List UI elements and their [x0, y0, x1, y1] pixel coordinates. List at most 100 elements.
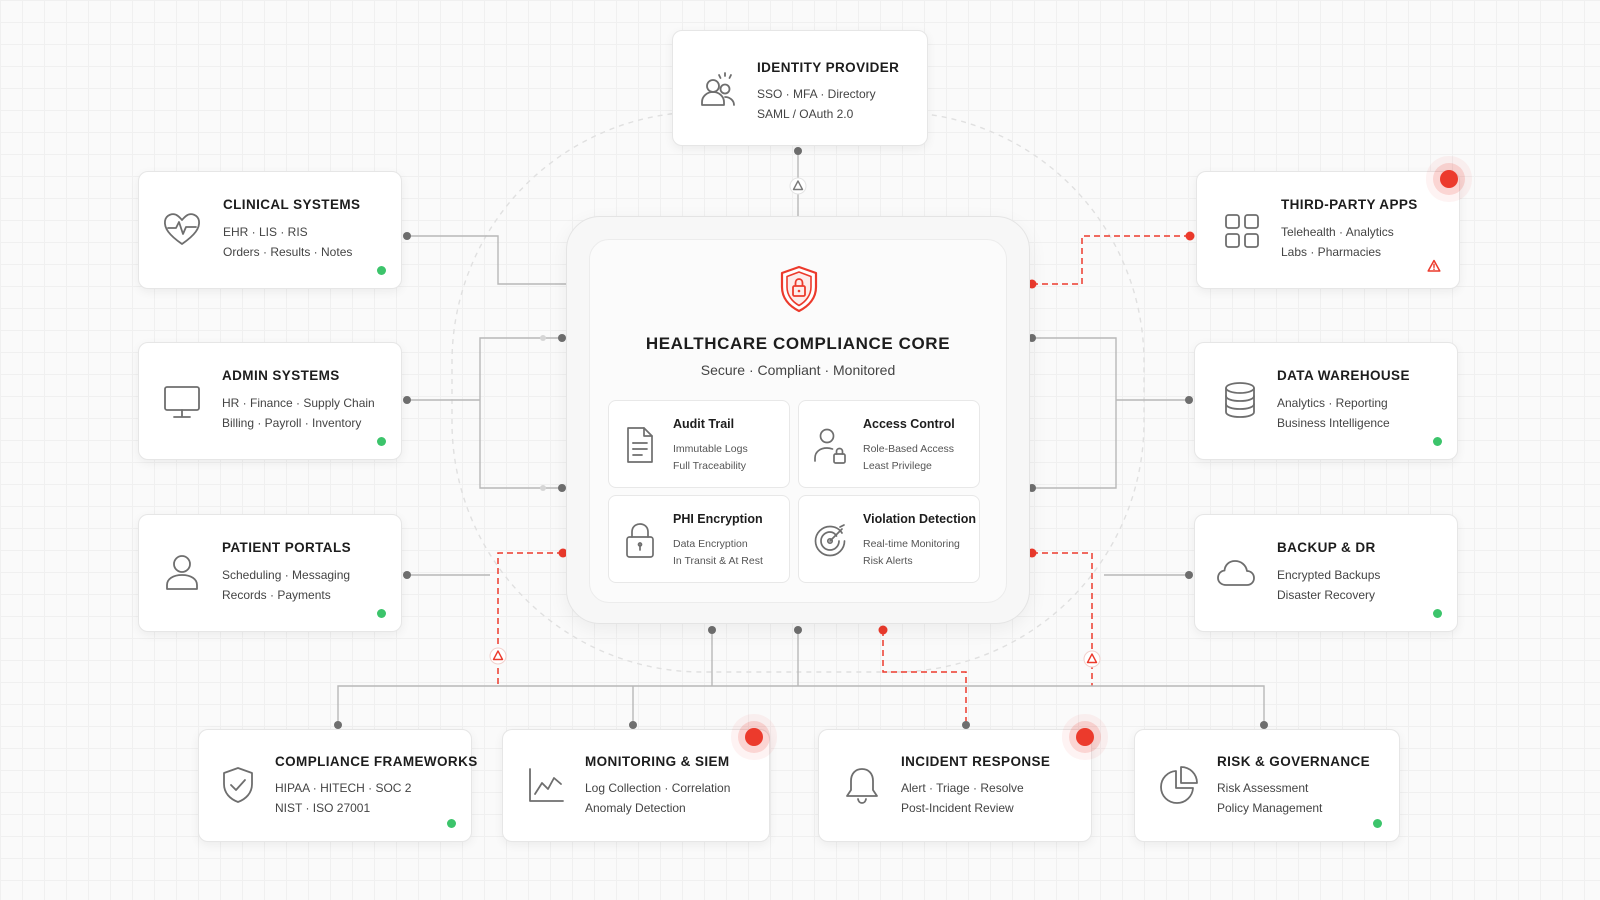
- status-ok-dot: [377, 609, 386, 618]
- node-backup-dr[interactable]: BACKUP & DR Encrypted Backups Disaster R…: [1194, 514, 1458, 632]
- node-line: EHR · LIS · RIS: [223, 225, 308, 239]
- node-patient-portals[interactable]: PATIENT PORTALS Scheduling · Messaging R…: [138, 514, 402, 632]
- node-line: Anomaly Detection: [585, 801, 686, 815]
- node-line: SSO · MFA · Directory: [757, 87, 876, 101]
- node-line: Post-Incident Review: [901, 801, 1014, 815]
- port-portals: [403, 571, 411, 579]
- module-access-control[interactable]: Access Control Role-Based Access Least P…: [798, 400, 980, 488]
- status-ok-dot: [1433, 609, 1442, 618]
- module-phi-encryption[interactable]: PHI Encryption Data Encryption In Transi…: [608, 495, 790, 583]
- status-ok-dot: [447, 819, 456, 828]
- node-title: ADMIN SYSTEMS: [222, 368, 340, 383]
- compliance-core[interactable]: HEALTHCARE COMPLIANCE CORE Secure · Comp…: [566, 216, 1030, 624]
- node-line: Disaster Recovery: [1277, 588, 1376, 602]
- node-line: Orders · Results · Notes: [223, 245, 353, 259]
- module-violation-detection[interactable]: Violation Detection Real-time Monitoring…: [798, 495, 980, 583]
- radar-icon: [813, 520, 847, 560]
- status-ok-dot: [377, 266, 386, 275]
- status-ok-dot: [1373, 819, 1382, 828]
- link-bottom-bus: [337, 685, 1265, 725]
- node-title: RISK & GOVERNANCE: [1217, 754, 1371, 769]
- node-line: Risk Assessment: [1217, 781, 1309, 795]
- grid-icon: [1221, 210, 1263, 252]
- node-line: NIST · ISO 27001: [275, 801, 371, 815]
- port-backup: [1185, 571, 1193, 579]
- module-line: Risk Alerts: [863, 555, 913, 567]
- port-clinical: [403, 232, 411, 240]
- module-audit-trail[interactable]: Audit Trail Immutable Logs Full Traceabi…: [608, 400, 790, 488]
- node-title: COMPLIANCE FRAMEWORKS: [275, 754, 478, 769]
- link-clinical: [407, 235, 566, 285]
- port-incident: [962, 721, 970, 729]
- module-line: Full Traceability: [673, 460, 746, 472]
- node-line: Business Intelligence: [1277, 416, 1390, 430]
- link-core-left-alert: [497, 552, 563, 686]
- module-title: Audit Trail: [673, 417, 735, 431]
- link-warning-left: [489, 647, 507, 665]
- node-title: MONITORING & SIEM: [585, 754, 730, 769]
- pie-chart-icon: [1157, 764, 1199, 806]
- status-ok-dot: [377, 437, 386, 446]
- alert-indicator-siem[interactable]: [745, 728, 763, 746]
- port-siem: [629, 721, 637, 729]
- users-icon: [697, 69, 739, 111]
- compliance-core-panel: HEALTHCARE COMPLIANCE CORE Secure · Comp…: [589, 239, 1007, 603]
- link-warning-identity: [789, 177, 807, 195]
- user-lock-icon: [813, 425, 847, 465]
- port-core-left-1: [558, 334, 566, 342]
- node-line: HR · Finance · Supply Chain: [222, 396, 375, 410]
- port-admin: [403, 396, 411, 404]
- node-admin-systems[interactable]: ADMIN SYSTEMS HR · Finance · Supply Chai…: [138, 342, 402, 460]
- module-line: In Transit & At Rest: [673, 555, 763, 567]
- port-warehouse: [1185, 396, 1193, 404]
- node-line: SAML / OAuth 2.0: [757, 107, 854, 121]
- mid-node-left-1: [540, 335, 546, 341]
- chart-line-icon: [525, 764, 567, 806]
- port-core-left-2: [558, 484, 566, 492]
- node-line: Billing · Payroll · Inventory: [222, 416, 362, 430]
- node-title: IDENTITY PROVIDER: [757, 60, 900, 75]
- node-incident-response[interactable]: INCIDENT RESPONSE Alert · Triage · Resol…: [818, 729, 1092, 842]
- link-incident: [882, 630, 967, 725]
- link-thirdparty: [1032, 235, 1190, 285]
- module-line: Data Encryption: [673, 538, 748, 550]
- port-core-left-alert: [558, 548, 568, 558]
- link-core-right-alert: [1032, 552, 1093, 686]
- module-title: Violation Detection: [863, 512, 976, 526]
- node-identity-provider[interactable]: IDENTITY PROVIDER SSO · MFA · Directory …: [672, 30, 928, 146]
- node-line: Analytics · Reporting: [1277, 396, 1388, 410]
- mid-node-left-2: [540, 485, 546, 491]
- status-ok-dot: [1433, 437, 1442, 446]
- cloud-icon: [1215, 553, 1257, 595]
- node-line: Labs · Pharmacies: [1281, 245, 1382, 259]
- database-icon: [1219, 379, 1261, 421]
- alert-indicator-thirdparty[interactable]: [1440, 170, 1458, 188]
- module-line: Real-time Monitoring: [863, 538, 960, 550]
- node-clinical-systems[interactable]: CLINICAL SYSTEMS EHR · LIS · RIS Orders …: [138, 171, 402, 289]
- heart-pulse-icon: [161, 208, 203, 250]
- node-line: Alert · Triage · Resolve: [901, 781, 1024, 795]
- warning-icon: [1427, 259, 1441, 272]
- padlock-icon: [623, 520, 657, 560]
- node-monitoring-siem[interactable]: MONITORING & SIEM Log Collection · Corre…: [502, 729, 770, 842]
- node-title: INCIDENT RESPONSE: [901, 754, 1051, 769]
- port-core-bottom-1: [708, 626, 716, 634]
- node-title: DATA WAREHOUSE: [1277, 368, 1410, 383]
- port-identity: [794, 147, 802, 155]
- node-line: Policy Management: [1217, 801, 1323, 815]
- node-compliance-frameworks[interactable]: COMPLIANCE FRAMEWORKS HIPAA · HITECH · S…: [198, 729, 477, 842]
- node-title: BACKUP & DR: [1277, 540, 1376, 555]
- alert-indicator-incident[interactable]: [1076, 728, 1094, 746]
- module-line: Immutable Logs: [673, 443, 748, 455]
- node-title: CLINICAL SYSTEMS: [223, 197, 361, 212]
- node-line: Encrypted Backups: [1277, 568, 1381, 582]
- node-third-party-apps[interactable]: THIRD-PARTY APPS Telehealth · Analytics …: [1196, 171, 1460, 289]
- monitor-icon: [161, 381, 203, 423]
- node-data-warehouse[interactable]: DATA WAREHOUSE Analytics · Reporting Bus…: [1194, 342, 1458, 460]
- node-risk-governance[interactable]: RISK & GOVERNANCE Risk Assessment Policy…: [1134, 729, 1400, 842]
- link-warning-right: [1083, 650, 1101, 668]
- module-line: Least Privilege: [863, 460, 932, 472]
- bell-icon: [841, 764, 883, 806]
- shield-lock-icon: [780, 265, 818, 313]
